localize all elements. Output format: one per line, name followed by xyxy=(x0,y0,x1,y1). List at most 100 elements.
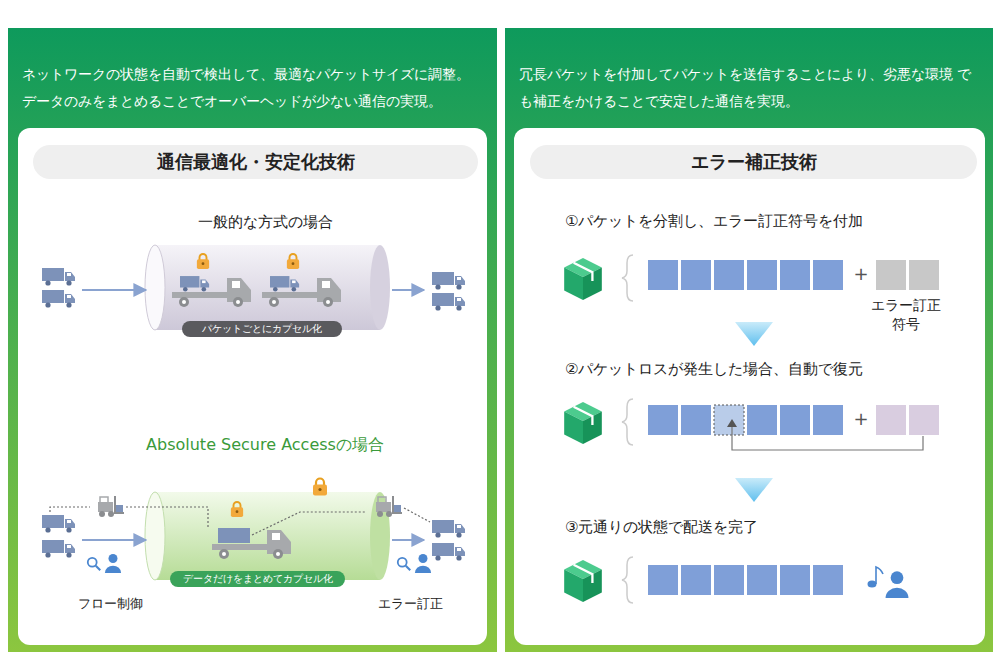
truck-icon xyxy=(42,268,465,311)
panel-description: ネットワークの状態を自動で検出して、最適なパケットサイズに調整。 データのみをま… xyxy=(22,61,483,115)
ecc-block xyxy=(909,405,939,435)
tunnel-label: パケットごとにカプセル化 xyxy=(202,322,322,336)
happy-person xyxy=(868,581,877,588)
monitor-icon xyxy=(398,558,410,570)
ecc-block xyxy=(876,260,939,435)
tunnel-general xyxy=(155,245,380,330)
packet-block xyxy=(780,565,810,595)
packet-block xyxy=(780,405,810,435)
lock-icon xyxy=(287,254,299,269)
package-icon xyxy=(564,258,602,602)
step-triangle xyxy=(735,478,773,502)
lock-icon xyxy=(231,502,243,517)
green-panel xyxy=(8,28,993,652)
ecc-block xyxy=(909,260,939,290)
brace xyxy=(622,557,633,603)
title-pill: エラー補正技術 xyxy=(530,145,977,179)
flow-arrow xyxy=(392,289,424,291)
tunnel-secure xyxy=(155,492,380,580)
packet-block xyxy=(714,565,744,595)
forklift-icon xyxy=(98,496,124,517)
step-text: ③元通りの状態で配送を完了 xyxy=(565,518,965,537)
dotted-route xyxy=(50,507,430,535)
restore-arrow xyxy=(732,426,923,450)
packet-block xyxy=(813,405,843,435)
step-text: ①パケットを分割し、エラー訂正符号を付加 xyxy=(565,212,965,231)
lock-icon xyxy=(313,479,327,496)
brace xyxy=(622,399,633,445)
lock-icon xyxy=(197,254,209,269)
packet-block xyxy=(813,260,843,290)
tunnel-secure xyxy=(145,492,390,580)
packet-block xyxy=(681,405,711,435)
flow-arrow xyxy=(82,540,424,541)
title-pill: 通信最適化・安定化技術 xyxy=(33,145,478,179)
ecc-block xyxy=(876,405,906,435)
brace xyxy=(622,255,633,301)
white-card xyxy=(18,128,487,645)
happy-person xyxy=(868,567,909,598)
tunnel-tag: パケットごとにカプセル化 xyxy=(182,321,342,337)
flow-arrow xyxy=(82,289,146,291)
packet-block xyxy=(780,260,810,290)
tunnel-label: データだけをまとめてカプセル化 xyxy=(183,572,333,586)
tunnel-secure xyxy=(145,492,165,580)
tunnel-general xyxy=(145,245,390,330)
tunnel-general xyxy=(370,245,390,330)
truck-icon xyxy=(42,540,75,558)
flow-arrow xyxy=(392,539,424,541)
case-heading: Absolute Secure Accessの場合 xyxy=(100,435,430,456)
ecc-block xyxy=(876,260,906,290)
brace xyxy=(622,255,633,603)
monitor-icon xyxy=(88,558,100,570)
monitor-icon xyxy=(415,554,431,573)
white-card xyxy=(18,128,985,645)
happy-person xyxy=(886,571,909,598)
dotted-route xyxy=(50,507,90,512)
step-text: ②パケットロスが発生した場合、自動で復元 xyxy=(565,360,965,379)
packet-block xyxy=(648,260,678,290)
packet-block xyxy=(747,565,777,595)
dotted-route xyxy=(252,512,366,535)
packet-block xyxy=(813,565,843,595)
truck-icon xyxy=(42,290,75,308)
truck-icon xyxy=(432,520,465,538)
truck-icon xyxy=(180,276,209,292)
packet-block xyxy=(648,405,678,435)
truck-icon xyxy=(432,293,465,311)
restore-arrow xyxy=(727,419,923,450)
truck-icon xyxy=(432,272,465,290)
package-icon xyxy=(564,258,602,300)
monitor-icon xyxy=(105,554,121,573)
tunnel-general xyxy=(145,245,165,330)
package-icon xyxy=(564,560,602,602)
truck-icon xyxy=(218,528,250,543)
truck-icon xyxy=(42,515,465,561)
green-panel xyxy=(8,28,497,652)
ecc-label: エラー訂正 符号 xyxy=(866,296,946,334)
section-title: エラー補正技術 xyxy=(691,150,817,174)
flow-arrow xyxy=(82,539,146,541)
green-panel: ネットワークの状態を自動で検出して、最適なパケットサイズに調整。 データのみをま… xyxy=(8,28,497,652)
packet-block xyxy=(648,565,678,595)
truck-icon xyxy=(42,515,75,533)
plus-sign: + xyxy=(852,263,870,284)
tunnel-group: 一般的な方式の場合パケットごとにカプセル化 xyxy=(110,213,420,341)
happy-person xyxy=(876,567,883,584)
truck-icon xyxy=(42,268,75,286)
truck-icon xyxy=(270,276,299,292)
green-panel xyxy=(505,28,993,652)
function-label: フロー制御 xyxy=(50,595,170,613)
forklift-icon xyxy=(376,496,402,517)
packet-block xyxy=(747,260,777,290)
dotted-route xyxy=(404,508,430,522)
section-title: 通信最適化・安定化技術 xyxy=(157,150,355,174)
panel-description: 冗長パケットを付加してパケットを送信することにより、劣悪な環境 でも補正をかける… xyxy=(519,61,979,115)
packet-block xyxy=(681,260,711,290)
lock-icon xyxy=(197,254,299,269)
plus-sign: + xyxy=(852,408,870,429)
step-triangle xyxy=(735,322,773,346)
lock-icon xyxy=(231,479,327,517)
tunnel-tag: データだけをまとめてカプセル化 xyxy=(170,571,345,587)
green-panel: 冗長パケットを付加してパケットを送信することにより、劣悪な環境 でも補正をかける… xyxy=(505,28,993,652)
